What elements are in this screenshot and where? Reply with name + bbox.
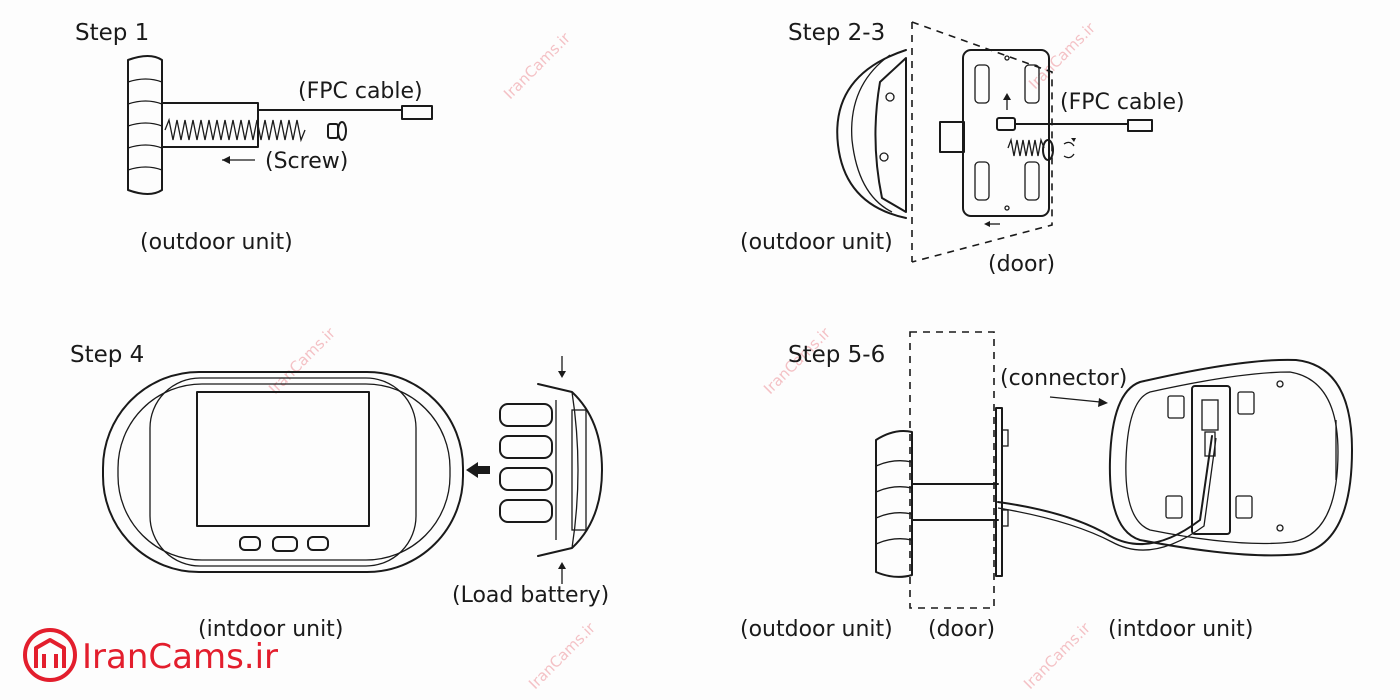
panel-step-1: Step 1 (FPC cable) (Screw) (outdoor unit [75, 20, 433, 255]
indoor-unit [102, 371, 464, 573]
step-5-6-title: Step 5-6 [788, 342, 885, 368]
battery-stack [499, 403, 553, 523]
brand-logo-icon [23, 628, 77, 682]
fpc-cable [997, 435, 1213, 546]
battery [499, 403, 553, 427]
battery [499, 467, 553, 491]
panel-step-4: Step 4 [70, 342, 609, 642]
connector-label: (connector) [1000, 366, 1127, 391]
outdoor-unit-label: (outdoor unit) [740, 230, 893, 255]
device-button-left [239, 536, 261, 551]
shaft [939, 121, 965, 153]
arrow-up-icon [558, 562, 566, 584]
watermark-6: IranCams.ir [1020, 618, 1094, 692]
arrow-up-icon [1003, 93, 1011, 110]
screw-label: (Screw) [265, 149, 348, 174]
indoor-unit-back [1108, 358, 1353, 557]
battery [499, 435, 553, 459]
panel-step-2-3: Step 2-3 [740, 20, 1185, 277]
indoor-unit-label: (intdoor unit) [198, 617, 343, 642]
screw [1007, 137, 1054, 161]
watermark-5: IranCams.ir [525, 618, 599, 692]
fpc-connector [401, 105, 433, 120]
mounting-plate [995, 407, 1009, 577]
watermark-2: IranCams.ir [1025, 18, 1099, 92]
watermarks: IranCams.ir IranCams.ir IranCams.ir Iran… [265, 18, 1099, 692]
mounting-plate [962, 49, 1050, 217]
arrow-left-icon [466, 462, 490, 478]
outdoor-unit-dome [836, 49, 907, 219]
outdoor-unit-label: (outdoor unit) [140, 230, 293, 255]
fpc-connector [1127, 119, 1153, 132]
outdoor-unit-face [127, 55, 163, 195]
watermark-1: IranCams.ir [500, 28, 574, 102]
fpc-cable-label: (FPC cable) [1060, 90, 1185, 115]
battery [499, 499, 553, 523]
connector-slot [1191, 385, 1231, 535]
outdoor-unit-face [875, 430, 913, 578]
watermark-text: IranCams.ir [525, 618, 599, 692]
device-button-center [272, 536, 298, 552]
door-outline [909, 331, 995, 609]
door-outline [911, 21, 1053, 263]
arrow-down-icon [558, 356, 566, 378]
brand-logo: IranCams.ir [23, 628, 278, 682]
arrow-right-icon [1049, 396, 1108, 407]
screw [164, 117, 347, 143]
step-4-title: Step 4 [70, 342, 144, 368]
step-2-3-title: Step 2-3 [788, 20, 885, 46]
watermark-text: IranCams.ir [265, 323, 339, 397]
brand-name: IranCams.ir [82, 637, 278, 677]
door-label: (door) [988, 252, 1055, 277]
step-1-title: Step 1 [75, 20, 149, 46]
battery-cover [537, 383, 603, 557]
panel-step-5-6: Step 5-6 [740, 331, 1353, 642]
watermark-text: IranCams.ir [500, 28, 574, 102]
watermark-3: IranCams.ir [265, 323, 339, 397]
arrow-left-icon [222, 156, 255, 164]
watermark-text: IranCams.ir [1025, 18, 1099, 92]
arrow-left-icon [984, 221, 1000, 227]
indoor-unit-label: (intdoor unit) [1108, 617, 1253, 642]
watermark-text: IranCams.ir [1020, 618, 1094, 692]
screen [196, 391, 370, 527]
load-battery-label: (Load battery) [452, 583, 609, 608]
rotate-icon [1063, 138, 1076, 159]
fpc-cable-label: (FPC cable) [298, 79, 423, 104]
device-button-right [307, 536, 329, 551]
door-label: (door) [928, 617, 995, 642]
outdoor-unit-label: (outdoor unit) [740, 617, 893, 642]
